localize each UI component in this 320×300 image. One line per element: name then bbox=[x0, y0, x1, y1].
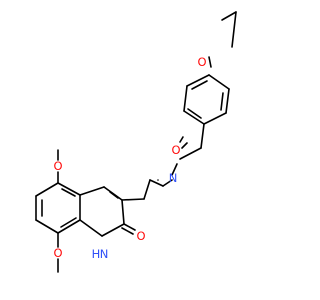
lactam-carbonyl bbox=[121, 223, 136, 235]
ring-nitrogen-label: N bbox=[100, 247, 109, 261]
methoxy-oxygen-8-label: O bbox=[53, 246, 62, 260]
quinolinone-core bbox=[35, 182, 125, 237]
lactam-oxygen-label: O bbox=[136, 229, 145, 243]
amide-oxygen-label: O bbox=[171, 143, 180, 157]
phenyl-ring bbox=[183, 74, 230, 125]
ether-oxygen-label: O bbox=[197, 55, 206, 69]
acetamide-linker bbox=[157, 123, 205, 181]
amide-nitrogen-label: N bbox=[169, 171, 178, 185]
molecule-structure-diagram: O O N O O H N O bbox=[35, 11, 237, 273]
ethoxy-group bbox=[208, 11, 237, 68]
ring-nh-hydrogen-label: H bbox=[92, 247, 101, 261]
methoxy-oxygen-5-label: O bbox=[53, 159, 62, 173]
atom-labels: O O N O O H N O bbox=[53, 55, 206, 261]
ethyl-chain bbox=[121, 179, 173, 201]
